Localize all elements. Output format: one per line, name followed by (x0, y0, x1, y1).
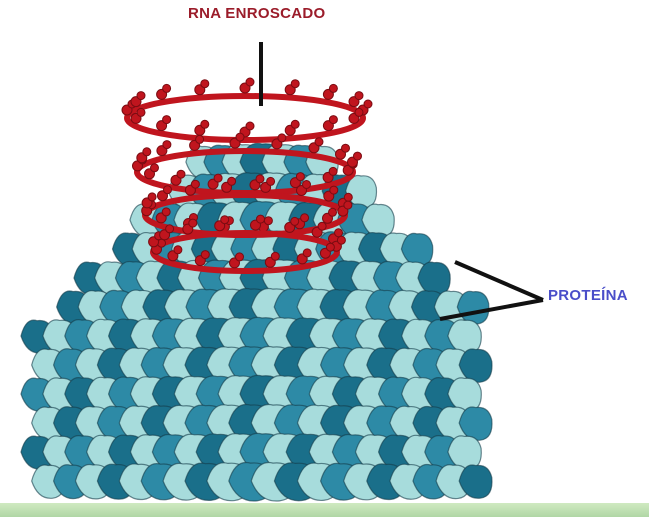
rna-nucleotide (221, 216, 229, 224)
rna-nucleotide (201, 251, 209, 259)
rna-nucleotide (344, 193, 352, 201)
rna-nucleotide (335, 229, 343, 237)
rna-nucleotide (236, 133, 244, 141)
rna-nucleotide (196, 135, 204, 143)
rna-nucleotide (162, 208, 170, 216)
rna-nucleotide (329, 84, 337, 92)
rna-nucleotide (291, 80, 299, 88)
rna-nucleotide (143, 148, 151, 156)
rna-nucleotide (163, 141, 171, 149)
rna-nucleotide (330, 186, 338, 194)
rna-nucleotide (163, 84, 171, 92)
rna-nucleotide (337, 236, 345, 244)
rna-nucleotide (355, 92, 363, 100)
rna-nucleotide (344, 201, 352, 209)
rna-nucleotide (151, 164, 159, 172)
rna-nucleotide (329, 116, 337, 124)
rna-nucleotide (166, 225, 174, 233)
rna-nucleotide (214, 174, 222, 182)
rna-nucleotide (264, 217, 272, 225)
rna-nucleotide (148, 193, 156, 201)
rna-nucleotide (354, 152, 362, 160)
rna-nucleotide (271, 252, 279, 260)
rna-nucleotide (342, 144, 350, 152)
rna-nucleotide (303, 249, 311, 257)
rna-nucleotide (177, 170, 185, 178)
rna-nucleotide (329, 167, 337, 175)
rna-nucleotide (256, 175, 264, 183)
rna-nucleotide (364, 100, 372, 108)
rna-nucleotide (355, 108, 363, 116)
rna-nucleotide (201, 80, 209, 88)
rna-nucleotide (329, 208, 337, 216)
rna-nucleotide (174, 246, 182, 254)
rna-nucleotide (315, 138, 323, 146)
rna-nucleotide (163, 116, 171, 124)
rna-nucleotide (201, 120, 209, 128)
rna-nucleotide (278, 134, 286, 142)
rna-nucleotide (257, 215, 265, 223)
rna-nucleotide (246, 78, 254, 86)
rna-nucleotide (189, 219, 197, 227)
rna-nucleotide (303, 181, 311, 189)
rna-nucleotide (137, 108, 145, 116)
rna-nucleotide (236, 253, 244, 261)
rna-nucleotide (137, 92, 145, 100)
rna-nucleotide (191, 180, 199, 188)
ground-strip (0, 503, 649, 517)
rna-nucleotide (291, 120, 299, 128)
protein-label: PROTEÍNA (548, 287, 628, 304)
rna-nucleotide (246, 122, 254, 130)
rna-nucleotide (318, 222, 326, 230)
rna-nucleotide (267, 177, 275, 185)
rna-nucleotide (228, 177, 236, 185)
rna-nucleotide (296, 173, 304, 181)
rna-nucleotide (326, 243, 334, 251)
rna-nucleotide (291, 217, 299, 225)
rna-nucleotide (164, 186, 172, 194)
rna-nucleotide (301, 214, 309, 222)
rna-label: RNA ENROSCADO (188, 5, 326, 22)
